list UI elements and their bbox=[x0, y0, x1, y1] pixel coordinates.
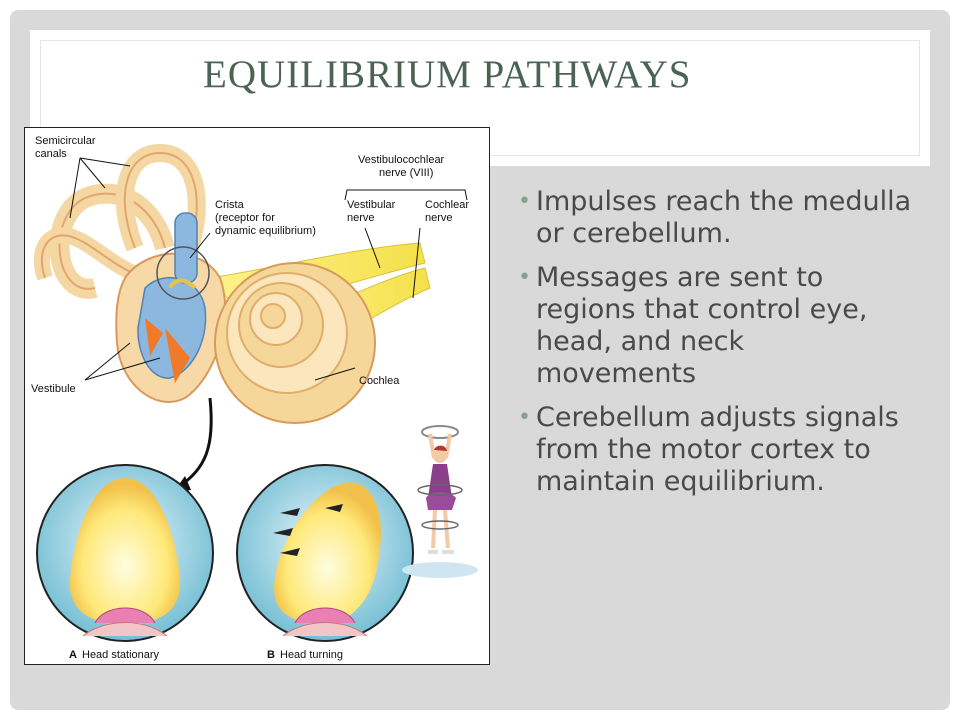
slide-title: EQUILIBRIUM PATHWAYS bbox=[203, 53, 692, 96]
label-canals: canals bbox=[35, 148, 67, 160]
cochlea bbox=[214, 262, 376, 424]
spinning-skater-illustration bbox=[402, 425, 478, 578]
bullet-text: Cerebellum adjusts signals from the moto… bbox=[536, 402, 899, 497]
bullet-item: •Impulses reach the medulla or cerebellu… bbox=[518, 186, 912, 249]
label-nerve-viii: nerve (VIII) bbox=[379, 167, 433, 179]
label-dynamic-equilibrium: dynamic equilibrium) bbox=[215, 225, 316, 237]
bullet-list: •Impulses reach the medulla or cerebellu… bbox=[512, 186, 912, 510]
bullet-text: Messages are sent to regions that contro… bbox=[536, 262, 868, 389]
caption-a-letter: A bbox=[69, 649, 77, 661]
panel-a-head-stationary bbox=[36, 464, 214, 642]
bullet-item: •Messages are sent to regions that contr… bbox=[518, 262, 868, 389]
panel-b-head-turning bbox=[236, 464, 414, 642]
inner-ear-diagram: Semicircular canals Vestibulocochlear ne… bbox=[31, 135, 469, 661]
inner-ear-illustration: Semicircular canals Vestibulocochlear ne… bbox=[24, 127, 490, 665]
curved-arrow-icon bbox=[179, 397, 213, 488]
label-vestibulocochlear: Vestibulocochlear bbox=[358, 154, 445, 166]
label-vestibular-nerve: nerve bbox=[347, 212, 375, 224]
caption-b-text: Head turning bbox=[280, 649, 343, 661]
caption-b-letter: B bbox=[267, 649, 275, 661]
bullet-text: Impulses reach the medulla or cerebellum… bbox=[536, 186, 912, 249]
semicircular-canals bbox=[33, 143, 206, 299]
label-cochlear-nerve: nerve bbox=[425, 212, 453, 224]
label-semicircular: Semicircular bbox=[35, 135, 96, 147]
fluid-flow-arrows bbox=[273, 504, 343, 556]
caption-a-text: Head stationary bbox=[82, 649, 160, 661]
label-crista: Crista bbox=[215, 199, 245, 211]
bullet-item: •Cerebellum adjusts signals from the mot… bbox=[518, 402, 899, 497]
label-cochlear: Cochlear bbox=[425, 199, 469, 211]
label-cochlea: Cochlea bbox=[359, 375, 400, 387]
leader-lines bbox=[69, 157, 468, 381]
label-vestibule: Vestibule bbox=[31, 383, 76, 395]
label-vestibular: Vestibular bbox=[347, 199, 396, 211]
crista-highlight-circle bbox=[156, 246, 210, 300]
label-receptor-for: (receptor for bbox=[215, 212, 275, 224]
vestibule bbox=[115, 212, 227, 403]
